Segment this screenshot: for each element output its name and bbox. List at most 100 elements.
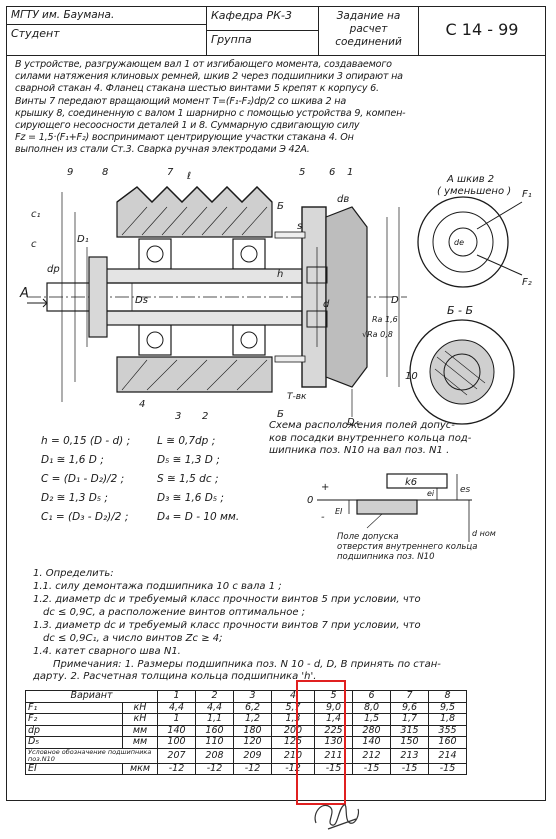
big-d-label: D (391, 295, 399, 306)
variant-cell: 8 (428, 690, 467, 703)
intro-line: силами натяжения клиновых ремней, шкив 2… (15, 71, 403, 83)
table-head-label: Вариант (25, 690, 158, 703)
notes: Примечания: 1. Размеры подшипника поз. N… (33, 659, 543, 683)
table-cell: 315 (390, 724, 429, 737)
tolerance-scheme: k6 es ei EI 0 + - d ном (307, 473, 496, 542)
callout-10: 10 (405, 371, 418, 382)
intro-line: Fz = 1,5·(F₁+F₂) воспринимают центрирующ… (15, 132, 354, 144)
roughness-label: Ra 1,6 (372, 315, 398, 324)
formula: C₁ = (D₃ - D₂)/2 ; (41, 511, 129, 523)
formula-block-left: h = 0,15 (D - d) ; D₁ ≅ 1,6 D ; C = (D₁ … (41, 432, 130, 527)
table-cell: 160 (195, 724, 234, 737)
dv-label: dв (337, 194, 349, 205)
row-unit: кН (122, 701, 158, 714)
formula: h = 0,15 (D - d) ; (41, 435, 131, 447)
table-cell: 225 (314, 724, 353, 737)
section-label: Б - Б (447, 304, 473, 317)
table-cell: -15 (428, 762, 467, 775)
task-line: dc ≤ 0,9C₁, а число винтов Zc ≥ 4; (43, 633, 223, 644)
table-cell: 6,2 (233, 701, 272, 714)
section-b-bottom: Б (277, 409, 284, 420)
table-header-row: Вариант 1 2 3 4 5 6 7 8 (25, 690, 467, 703)
intro-line: сварной стакан 4. Фланец стакана шестью … (15, 83, 379, 95)
callout-1: 1 (347, 167, 353, 178)
note-line: Поле допуска (337, 532, 399, 542)
task-title: Задание на расчет соединений (319, 7, 419, 55)
table-cell: -15 (390, 762, 429, 775)
de-label: de (454, 238, 464, 247)
callout-6: 6 (329, 167, 335, 178)
row-label: dp (25, 724, 123, 737)
problem-description: В устройстве, разгружающем вал 1 от изги… (15, 59, 535, 157)
table-cell: 4,4 (157, 701, 196, 714)
variant-4-highlight (296, 680, 346, 805)
variant-cell: 6 (352, 690, 391, 703)
table-cell: 1 (157, 713, 196, 726)
table-cell: -12 (157, 762, 196, 775)
department-name: Кафедра РК-3 (207, 7, 319, 31)
table-cell: 120 (233, 736, 272, 749)
view-a-marker: А (19, 286, 29, 301)
table-cell: 208 (195, 747, 234, 764)
ei-cap-label: EI (335, 507, 343, 516)
table-cell: 1,8 (428, 713, 467, 726)
row-unit: мм (122, 736, 158, 749)
row-label: Условное обозначение подшипника поз.N10 (25, 747, 158, 764)
ei-label: ei (427, 489, 435, 498)
table-cell: 140 (352, 736, 391, 749)
callout-3: 3 (175, 411, 181, 422)
row-unit: кН (122, 713, 158, 726)
scheme-line: Схема расположения полей допус- (269, 420, 455, 431)
s-label: s (297, 221, 302, 232)
table-cell: -12 (233, 762, 272, 775)
tolerance-note: Поле допуска отверстия внутреннего кольц… (337, 532, 537, 562)
formula-block-right: L ≅ 0,7dp ; D₅ ≅ 1,3 D ; S ≅ 1,5 dc ; D₃… (157, 432, 239, 527)
callout-4: 4 (139, 399, 145, 410)
task-list: 1. Определить: 1.1. силу демонтажа подши… (33, 567, 543, 658)
d1-label: D₁ (77, 234, 89, 245)
roughness-label-2: √Ra 0,8 (362, 330, 393, 339)
intro-line: крышку 8, соединенную с валом 1 шарнирно… (15, 107, 406, 119)
section-b-top: Б (277, 201, 284, 212)
table-cell: 1,2 (233, 713, 272, 726)
task-line: 1.3. диаметр dc и требуемый класс прочно… (33, 620, 421, 631)
table-row: Условное обозначение подшипника поз.N10 … (25, 747, 467, 764)
task-line: 1. Определить: (33, 568, 114, 579)
table-cell: 140 (157, 724, 196, 737)
table-cell: 9,5 (428, 701, 467, 714)
ds-label: Ds (135, 295, 148, 306)
table-cell: 214 (428, 747, 467, 764)
formula: D₂ ≅ 1,3 D₅ ; (41, 492, 108, 504)
table-cell: 210 (271, 747, 315, 764)
variants-table: Вариант 1 2 3 4 5 6 7 8 F₁ кН 4,4 4,4 6,… (25, 690, 467, 775)
minus-sign: - (321, 512, 325, 523)
intro-line: В устройстве, разгружающем вал 1 от изги… (15, 59, 392, 70)
table-cell: 100 (157, 736, 196, 749)
row-label: D₅ (25, 736, 123, 749)
table-row: F₁ кН 4,4 4,4 6,2 5,7 9,0 8,0 9,6 9,5 (25, 701, 467, 714)
d-label: d (323, 299, 330, 310)
task-line: dc ≤ 0,9С, а расположение винтов оптимал… (43, 607, 306, 618)
group-field: Группа (207, 31, 319, 55)
formula: D₄ = D - 10 мм. (157, 511, 240, 523)
intro-line: выполнен из стали Ст.3. Сварка ручная эл… (15, 144, 310, 156)
callout-9: 9 (67, 167, 73, 178)
table-cell: 207 (157, 747, 196, 764)
signature (314, 804, 360, 830)
note-line: отверстия внутреннего кольца (337, 542, 478, 552)
intro-line: сирующего несоосности деталей 1 и 8. Сум… (15, 120, 360, 132)
torque-label: Т-вк (287, 392, 307, 402)
table-cell: 213 (390, 747, 429, 764)
table-cell: 355 (428, 724, 467, 737)
zero-line: 0 (307, 495, 313, 506)
table-cell: 4,4 (195, 701, 234, 714)
table-cell: 180 (233, 724, 272, 737)
callout-5: 5 (299, 167, 305, 178)
table-cell: 209 (233, 747, 272, 764)
formula: S ≅ 1,5 dc ; (157, 473, 219, 485)
table-cell: 1,7 (390, 713, 429, 726)
callout-8: 8 (102, 167, 108, 178)
callout-2: 2 (202, 411, 208, 422)
formula: C = (D₁ - D₂)/2 ; (41, 473, 125, 485)
variant-cell: 2 (195, 690, 234, 703)
